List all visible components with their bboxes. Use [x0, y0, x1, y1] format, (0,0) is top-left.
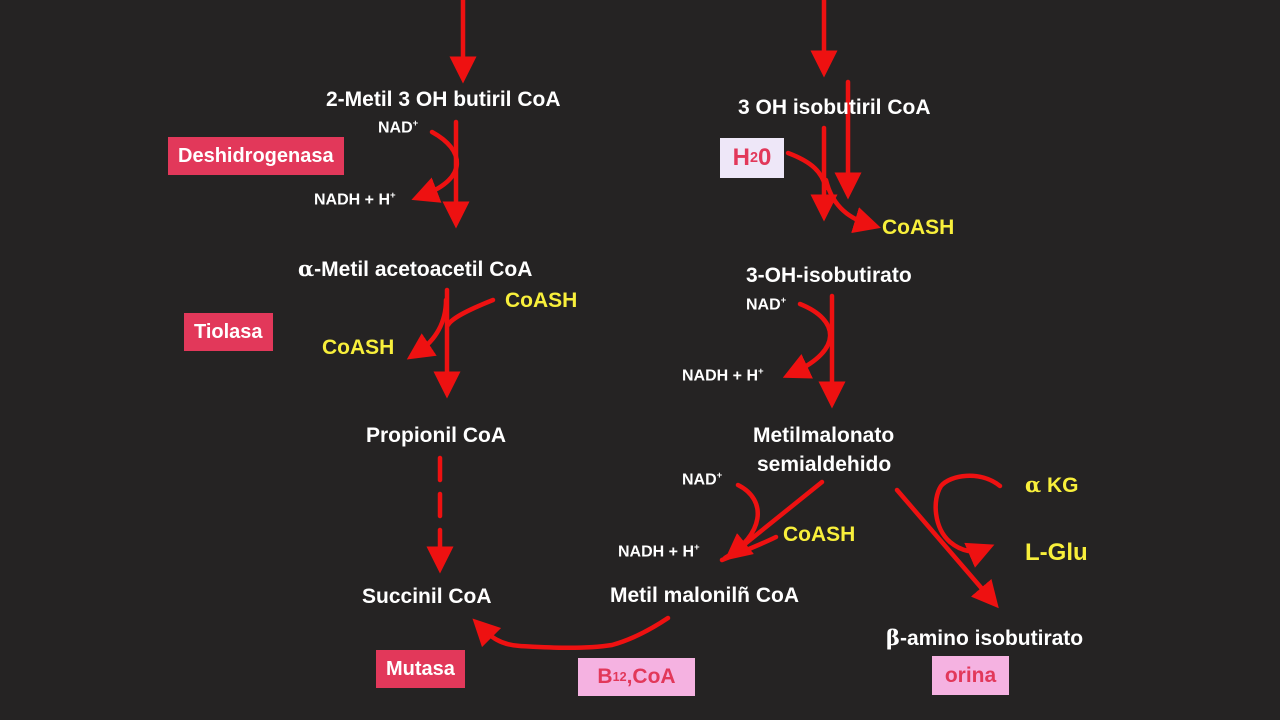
alpha-symbol: α [298, 256, 315, 281]
nadh-label-right-2: NADH + H+ [618, 542, 700, 561]
coash-right-1: CoASH [882, 216, 955, 239]
compound-metilmalonato-line2: semialdehido [757, 453, 892, 476]
water-o: 0 [758, 144, 772, 171]
arrow-right-coash-curve [823, 177, 881, 234]
enzyme-mutasa: Mutasa [376, 650, 465, 688]
beta-symbol: β [886, 625, 900, 650]
arrow-right-nad2-curve [722, 482, 760, 561]
compound-beta-amino-isobutirato: β-amino isobutirato [886, 625, 1083, 651]
nad-text: NAD [378, 119, 413, 137]
nadh-text: NADH + H [682, 367, 759, 385]
compound-metil-acetoacetil-coa: α-Metil acetoacetil CoA [298, 256, 532, 282]
nadh-text: NADH + H [314, 191, 391, 209]
arrow-left-coash-out [406, 297, 449, 360]
enzyme-tiolasa: Tiolasa [184, 313, 273, 351]
b12-letter: B [597, 665, 613, 688]
arrow-right-nad-curve [782, 301, 833, 379]
arrow-left-coash-curve [445, 297, 496, 328]
enzyme-deshidrogenasa: Deshidrogenasa [168, 137, 344, 175]
arrow-right-coash2-curve [719, 534, 779, 563]
compound-metilmalonato-line1: Metilmalonato [753, 424, 895, 447]
b12-coa: ,CoA [626, 665, 676, 688]
water-sub: 2 [749, 150, 758, 166]
nadh-sup: + [390, 190, 396, 201]
orina-box: orina [932, 656, 1009, 695]
nad-label-right-1: NAD+ [746, 295, 786, 314]
compound-name: -Metil acetoacetil CoA [314, 258, 533, 281]
nad-sup: + [716, 470, 723, 481]
nadh-label-left-1: NADH + H+ [314, 190, 396, 209]
alpha-kg-label: α KG [1025, 472, 1079, 498]
nad-text: NAD [682, 471, 717, 489]
compound-propionil-coa: Propionil CoA [366, 424, 506, 447]
compound-2-metil-3-oh-butiril-coa: 2-Metil 3 OH butiril CoA [326, 88, 561, 111]
nadh-sup: + [758, 366, 764, 377]
nad-sup: + [780, 295, 787, 306]
nad-label-left-1: NAD+ [378, 118, 418, 137]
nad-label-right-2: NAD+ [682, 470, 722, 489]
alpha-symbol: α [1025, 472, 1042, 497]
arrow-right-to-beta [894, 487, 999, 609]
nadh-text: NADH + H [618, 543, 695, 561]
compound-3-oh-isobutiril-coa: 3 OH isobutiril CoA [738, 96, 931, 119]
compound-metil-malonil-coa: Metil malonilñ CoA [610, 584, 799, 607]
b12-sub: 12 [612, 670, 627, 684]
compound-3-oh-isobutirato: 3-OH-isobutirato [746, 264, 912, 287]
l-glu-label: L-Glu [1025, 539, 1088, 566]
coash-right-2: CoASH [783, 523, 856, 546]
nad-text: NAD [746, 296, 781, 314]
coash-out-left: CoASH [322, 336, 395, 359]
compound-name: -amino isobutirato [899, 627, 1084, 650]
arrow-left-nad-curve [411, 129, 460, 203]
coash-in-left: CoASH [505, 289, 578, 312]
water-h: H [732, 144, 750, 171]
arrow-right-water-curve [785, 150, 829, 191]
akg-text: KG [1041, 474, 1079, 497]
arrow-mutasa [472, 615, 671, 651]
compound-succinil-coa: Succinil CoA [362, 585, 492, 608]
nadh-sup: + [694, 542, 700, 553]
nadh-label-right-1: NADH + H+ [682, 366, 764, 385]
arrow-akg-curve [933, 473, 1003, 568]
nad-sup: + [412, 118, 419, 129]
